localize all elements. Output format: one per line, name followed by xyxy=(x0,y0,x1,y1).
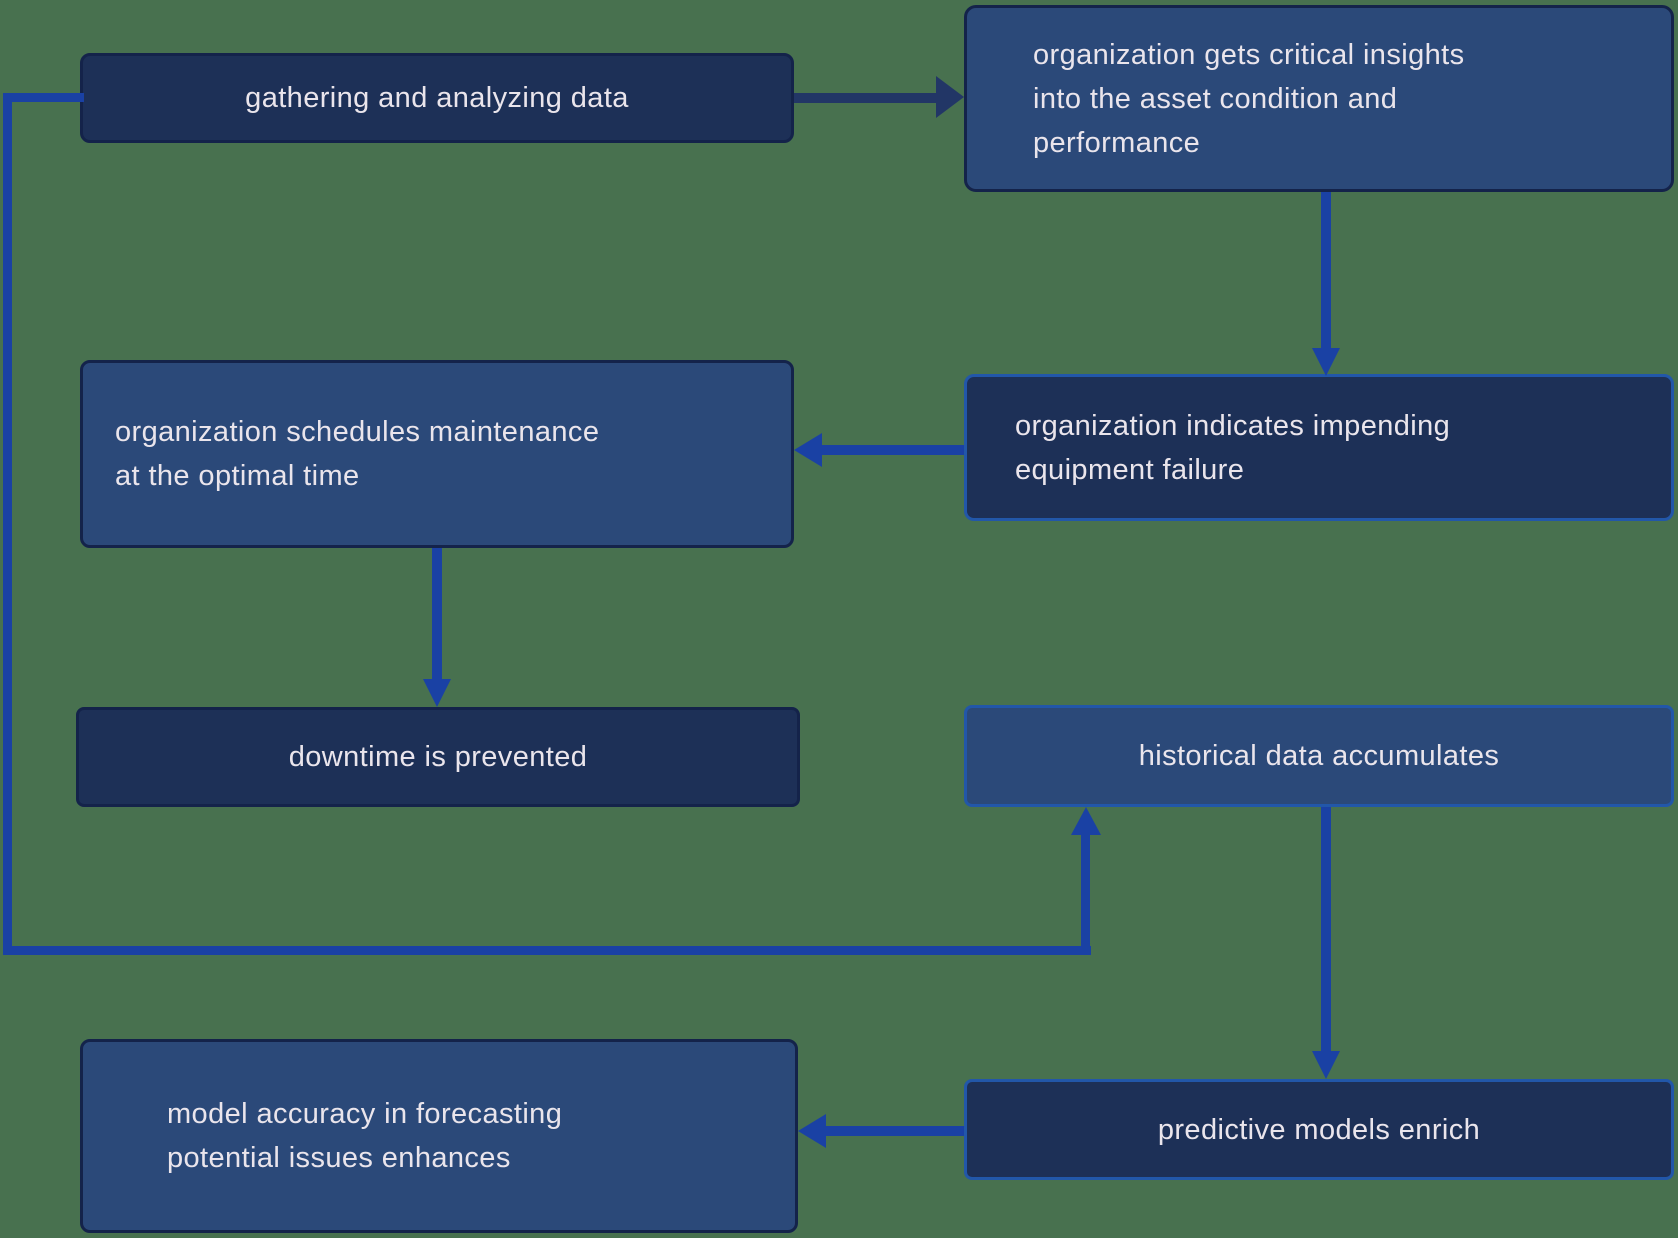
edge-predictive-accuracy-line xyxy=(826,1126,964,1136)
edge-failure-maintenance-arrowhead xyxy=(794,433,822,467)
edge-gathering-historical-segment-up xyxy=(1081,835,1090,955)
edge-failure-maintenance-line xyxy=(822,445,964,455)
node-label: downtime is prevented xyxy=(288,741,588,773)
node-historical-data-accumulates: historical data accumulates xyxy=(964,705,1674,807)
node-gathering-and-analyzing-data: gathering and analyzing data xyxy=(80,53,794,143)
node-label: predictive models enrich xyxy=(1157,1113,1481,1146)
edge-gathering-historical-segment-left xyxy=(3,93,12,955)
edge-insights-failure-arrowhead xyxy=(1312,348,1340,376)
edge-gathering-historical-arrowhead xyxy=(1071,807,1101,835)
node-label-line: into the asset condition and xyxy=(1033,82,1398,115)
node-label-line: model accuracy in forecasting xyxy=(167,1098,563,1130)
edge-historical-predictive-line xyxy=(1321,807,1331,1051)
node-downtime-is-prevented: downtime is prevented xyxy=(76,707,800,807)
edge-gathering-insights-arrowhead xyxy=(936,76,964,118)
edge-predictive-accuracy-arrowhead xyxy=(798,1114,826,1148)
node-label: gathering and analyzing data xyxy=(245,82,629,114)
edge-insights-failure-line xyxy=(1321,192,1331,348)
edge-gathering-historical-segment-bottom xyxy=(3,946,1091,955)
node-organization-gets-critical-insights: organization gets critical insights into… xyxy=(964,5,1674,192)
node-label-line: organization schedules maintenance xyxy=(115,416,600,448)
node-organization-schedules-maintenance: organization schedules maintenance at th… xyxy=(80,360,794,548)
edge-maintenance-downtime-line xyxy=(432,548,442,679)
node-model-accuracy-enhances: model accuracy in forecasting potential … xyxy=(80,1039,798,1233)
node-label-line: equipment failure xyxy=(1015,453,1245,486)
node-label-line: organization gets critical insights xyxy=(1033,38,1465,71)
edge-historical-predictive-arrowhead xyxy=(1312,1051,1340,1079)
node-label-line: performance xyxy=(1033,126,1201,159)
node-predictive-models-enrich: predictive models enrich xyxy=(964,1079,1674,1180)
node-label-line: at the optimal time xyxy=(115,460,360,492)
node-label-line: organization indicates impending xyxy=(1015,409,1451,442)
edge-maintenance-downtime-arrowhead xyxy=(423,679,451,707)
node-label-line: potential issues enhances xyxy=(167,1142,511,1174)
edge-gathering-insights-line xyxy=(794,93,938,103)
node-organization-indicates-impending-failure: organization indicates impending equipme… xyxy=(964,374,1674,521)
edge-gathering-historical-segment-top xyxy=(8,93,84,102)
node-label: historical data accumulates xyxy=(1138,740,1500,772)
